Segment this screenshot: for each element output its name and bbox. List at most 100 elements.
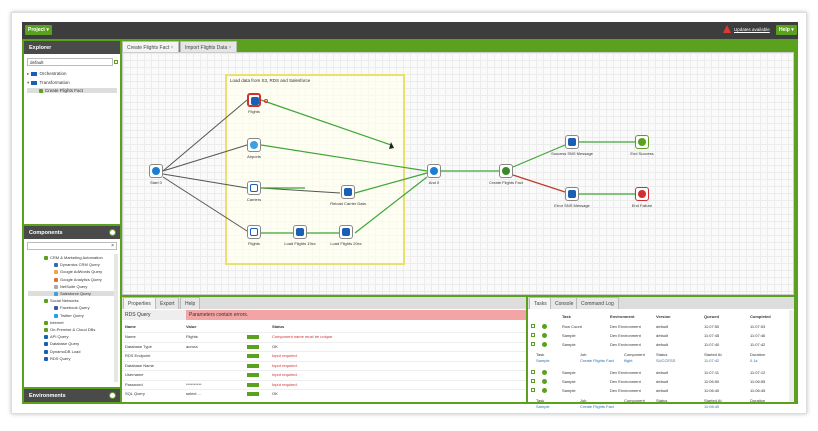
tasks-column-header: Environment	[610, 314, 635, 319]
carriers-node[interactable]	[247, 181, 261, 195]
properties-column-header: Value	[186, 324, 197, 329]
tab-command-log[interactable]: Command Log	[576, 297, 619, 309]
property-status: OK	[272, 391, 278, 396]
task-cell: 11:07:50	[704, 324, 720, 329]
component-api-query[interactable]: API Query	[44, 334, 68, 339]
expand-row-toggle[interactable]	[531, 388, 535, 392]
properties-header: RDS Query Parameters contain errors.	[122, 310, 526, 320]
task-detail-value: flight	[624, 358, 633, 363]
edit-property-button[interactable]	[247, 354, 259, 358]
failure-connector	[512, 174, 566, 193]
edit-property-button[interactable]	[247, 382, 259, 387]
edit-property-button[interactable]	[247, 363, 259, 368]
end-success-node[interactable]	[635, 135, 649, 149]
collapse-icon[interactable]	[109, 229, 116, 236]
explorer-search-input[interactable]: default	[27, 58, 113, 66]
flights-rds-node[interactable]	[247, 93, 261, 107]
components-scrollbar[interactable]	[114, 254, 118, 382]
property-row[interactable]	[122, 389, 526, 398]
property-value[interactable]: **********	[186, 381, 202, 387]
task-cell: 11:07:12	[750, 370, 766, 375]
tab-tasks[interactable]: Tasks	[529, 297, 552, 309]
tab-properties[interactable]: Properties	[123, 297, 156, 309]
task-detail-value: 11:06:40	[704, 404, 720, 409]
flights-rds-label: Flights	[248, 109, 260, 114]
property-row[interactable]	[122, 351, 526, 360]
start-node[interactable]	[149, 164, 163, 178]
edit-property-button[interactable]	[247, 335, 259, 339]
property-value[interactable]: select ...	[186, 391, 201, 396]
component-google-analytics-query[interactable]: Google Analytics Query	[54, 277, 102, 282]
tree-item-transformation[interactable]: ▾ Transformation	[27, 80, 70, 85]
and-node[interactable]	[427, 164, 441, 178]
component-dynamodb-load[interactable]: DynamoDB Load	[44, 349, 80, 354]
project-menu-button[interactable]: Project ▾	[25, 25, 52, 35]
component-database-query[interactable]: Database Query	[44, 341, 79, 346]
property-name: RDS Endpoint	[125, 353, 151, 358]
airports-label: Airports	[247, 154, 261, 159]
edit-property-button[interactable]	[247, 344, 259, 349]
component-internet-folder[interactable]: Internet	[44, 320, 64, 325]
reload-carrier-node[interactable]	[341, 185, 355, 199]
tab-import-flights-data[interactable]: Import Flights Data ×	[180, 41, 237, 53]
tab-console[interactable]: Console	[550, 297, 579, 309]
connector	[260, 99, 392, 146]
job-canvas[interactable]: Load data from S3, RDS and Salesforce	[122, 52, 794, 295]
on-premise-cloud-dbs-folder-icon	[44, 327, 48, 332]
tree-item-orchestration[interactable]: ▸ Orchestration	[27, 71, 67, 76]
component-salesforce-query[interactable]: Salesforce Query	[28, 291, 114, 296]
property-row[interactable]	[122, 370, 526, 379]
tasks-scrollbar[interactable]	[789, 310, 794, 402]
property-row[interactable]	[122, 360, 526, 370]
load-flights-20xx-node[interactable]	[339, 225, 353, 239]
tab-create-flights-fact[interactable]: Create Flights Fact ×	[122, 41, 179, 53]
component-rds-query[interactable]: RDS Query	[44, 356, 70, 361]
salesforce-query-icon	[54, 291, 58, 296]
edit-property-button[interactable]	[247, 373, 259, 377]
component-twitter-query[interactable]: Twitter Query	[54, 313, 84, 318]
component-google-adwords-query[interactable]: Google AdWords Query	[54, 269, 102, 274]
components-search-input[interactable]: ×	[27, 242, 117, 250]
property-row[interactable]	[122, 332, 526, 341]
connector	[162, 176, 248, 232]
component-on-premise-cloud-dbs-folder[interactable]: On-Premise & Cloud DBs	[44, 327, 95, 332]
component-social-networks-folder[interactable]: Social Networks	[44, 298, 79, 303]
help-menu-button[interactable]: Help ▾	[776, 25, 797, 35]
property-row[interactable]	[122, 341, 526, 351]
error-sns-node[interactable]	[565, 187, 579, 201]
job-icon	[39, 88, 43, 93]
component-crm-marketing-folder[interactable]: CRM & Marketing Automation	[44, 255, 103, 260]
expand-row-toggle[interactable]	[531, 333, 535, 337]
expand-row-toggle[interactable]	[531, 370, 535, 374]
connector	[162, 144, 248, 172]
property-value[interactable]: aurora	[186, 343, 198, 349]
create-flights-fact-node[interactable]	[499, 164, 513, 178]
task-cell: default	[656, 379, 669, 384]
load-flights-19xx-node[interactable]	[293, 225, 307, 239]
expand-row-toggle[interactable]	[531, 342, 535, 346]
airports-node[interactable]	[247, 138, 261, 152]
task-detail-header: Started At	[704, 352, 722, 357]
expand-row-toggle[interactable]	[531, 324, 535, 328]
tab-export[interactable]: Export	[155, 297, 180, 309]
task-cell: default	[656, 333, 669, 338]
success-sns-node[interactable]	[565, 135, 579, 149]
tree-item-create-flights-fact[interactable]: Create Flights Fact	[27, 88, 117, 93]
component-facebook-query[interactable]: Facebook Query	[54, 305, 90, 310]
property-value[interactable]: Flights	[186, 334, 198, 339]
property-row[interactable]	[122, 379, 526, 389]
clear-icon[interactable]: ×	[111, 243, 114, 249]
component-netsuite-query[interactable]: NetSuite Query	[54, 284, 87, 289]
edit-property-button[interactable]	[247, 392, 259, 396]
flights-s3-node[interactable]	[247, 225, 261, 239]
component-dynamics-crm-query[interactable]: Dynamics CRM Query	[54, 262, 100, 267]
task-detail-header: Status	[656, 352, 668, 357]
end-failure-node[interactable]	[635, 187, 649, 201]
folder-icon	[30, 80, 37, 85]
updates-available-link[interactable]: Updates available	[734, 27, 770, 32]
expand-row-toggle[interactable]	[531, 379, 535, 383]
tab-help[interactable]: Help	[180, 297, 201, 309]
google-analytics-query-icon	[54, 277, 58, 282]
expand-icon[interactable]	[109, 392, 116, 399]
